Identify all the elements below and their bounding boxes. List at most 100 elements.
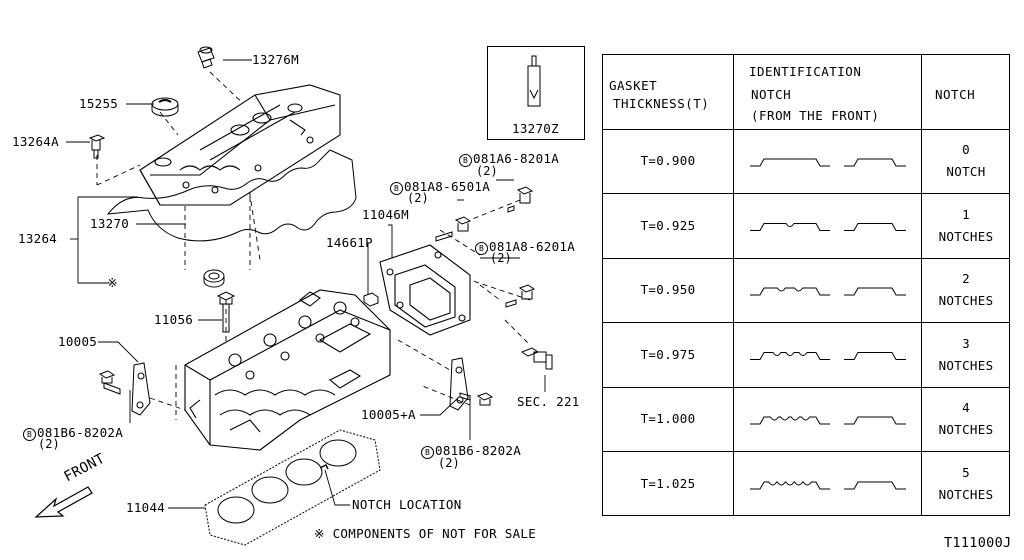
cylinder-head: [184, 289, 391, 451]
bracket-10005: [131, 362, 151, 416]
spark-plug-tube-seal: [203, 269, 225, 288]
gasket-profile-line: [844, 352, 906, 360]
table-row-divider: [603, 387, 1009, 388]
bolt-code: 081A8-6501A: [404, 179, 491, 194]
part-label-10005a: 10005+A: [361, 407, 416, 422]
part-label-13270: 13270: [90, 216, 130, 231]
thickness-cell: T=1.025: [640, 476, 696, 491]
breather-plug-13276m: [197, 46, 215, 69]
gasket-profile-line: [844, 287, 906, 296]
gasket-profile-line: [750, 223, 830, 231]
table-row-divider: [603, 451, 1009, 452]
bolt-code: 081A8-6201A: [489, 239, 576, 254]
part-label-14661p: 14661P: [326, 235, 373, 250]
bolt-code: 081B6-8202A: [435, 443, 522, 458]
header-from-front: (FROM THE FRONT): [751, 108, 880, 123]
part-label-13264: 13264: [18, 231, 58, 246]
inset-box: [487, 46, 585, 140]
part-label-13276m: 13276M: [252, 52, 299, 67]
bolt-081a6: [507, 186, 534, 213]
rocker-cover-gasket-13270: [106, 149, 357, 242]
notch-location-label: NOTCH LOCATION: [352, 497, 462, 512]
bolt-qty-081b6-left: (2): [38, 437, 60, 451]
oil-filler-cap-15255: [151, 97, 179, 117]
bolt-code: 081A6-8201A: [473, 151, 560, 166]
head-bolt-11056: [216, 291, 236, 333]
header-identification: IDENTIFICATION: [749, 64, 862, 79]
notch-profile: [750, 352, 906, 360]
bracket-11046m: [379, 244, 471, 336]
bolt-symbol-icon: B: [475, 242, 488, 255]
gasket-profile-line: [750, 158, 830, 167]
bolt-081b6-right: [459, 392, 494, 406]
notch-profile: [750, 287, 906, 296]
notch-word: NOTCHES: [938, 357, 994, 373]
inset-part-label: 13270Z: [512, 121, 559, 136]
gasket-profile-line: [750, 416, 830, 425]
gasket-thickness-table: GASKET THICKNESS(T) IDENTIFICATION NOTCH…: [602, 54, 1010, 516]
bolt-qty-081a6: (2): [476, 164, 498, 178]
part-label-10005: 10005: [58, 334, 98, 349]
part-label-11046m: 11046M: [362, 207, 409, 222]
bracket-10005a: [449, 357, 469, 411]
part-label-15255: 15255: [79, 96, 119, 111]
bolt-081a8-6501a: [435, 216, 472, 242]
part-label-sec221: SEC. 221: [517, 394, 580, 409]
header-notch: NOTCH: [935, 87, 976, 102]
header-gasket: GASKET: [609, 78, 658, 93]
part-label-13264a: 13264A: [12, 134, 59, 149]
notch-profile: [750, 481, 906, 490]
bolt-symbol-icon: B: [23, 428, 36, 441]
bolt-qty-081a8-6501a: (2): [407, 191, 429, 205]
gasket-profile-line: [844, 158, 906, 167]
gasket-profile-line: [844, 481, 906, 490]
front-arrow: [34, 486, 93, 518]
header-thickness: THICKNESS(T): [613, 96, 710, 111]
table-row-divider: [603, 193, 1009, 194]
bolt-081a8-6201a: [505, 284, 536, 308]
part-label-11044: 11044: [126, 500, 166, 515]
bolt-symbol-icon: B: [421, 446, 434, 459]
bolt-code: 081B6-8202A: [37, 425, 124, 440]
notch-word: NOTCHES: [938, 228, 994, 244]
not-for-sale-text: COMPONENTS OF NOT FOR SALE: [332, 526, 537, 541]
notch-profile: [750, 416, 906, 425]
notch-count: 0: [962, 142, 970, 157]
gasket-profile-line: [750, 481, 830, 490]
notch-word: NOTCHES: [938, 487, 994, 502]
bolt-081b6-left: [98, 370, 121, 395]
bolt-qty-081a8-6201a: (2): [490, 251, 512, 265]
table-row-divider: [603, 129, 1009, 130]
notch-count: 4: [962, 400, 970, 415]
asterisk-mark-seal: ※: [107, 275, 118, 290]
notch-word: NOTCH: [946, 164, 986, 179]
notch-profile: [750, 158, 906, 167]
gasket-profile-line: [750, 287, 830, 296]
inset-part-drawing: [527, 55, 541, 107]
notch-count: 1: [962, 206, 970, 222]
notch-profile: [750, 223, 906, 231]
sensor-14661p: [363, 292, 379, 307]
part-label-11056: 11056: [154, 312, 194, 327]
thickness-cell: T=1.000: [640, 411, 696, 426]
bolt-qty-081b6-right: (2): [438, 456, 460, 470]
thickness-cell: T=0.975: [640, 346, 696, 362]
thickness-cell: T=0.925: [640, 217, 696, 233]
bolt-13264a: [88, 134, 106, 159]
thickness-cell: T=0.950: [640, 282, 696, 297]
gasket-profile-line: [844, 416, 906, 425]
table-col-divider: [921, 55, 922, 515]
